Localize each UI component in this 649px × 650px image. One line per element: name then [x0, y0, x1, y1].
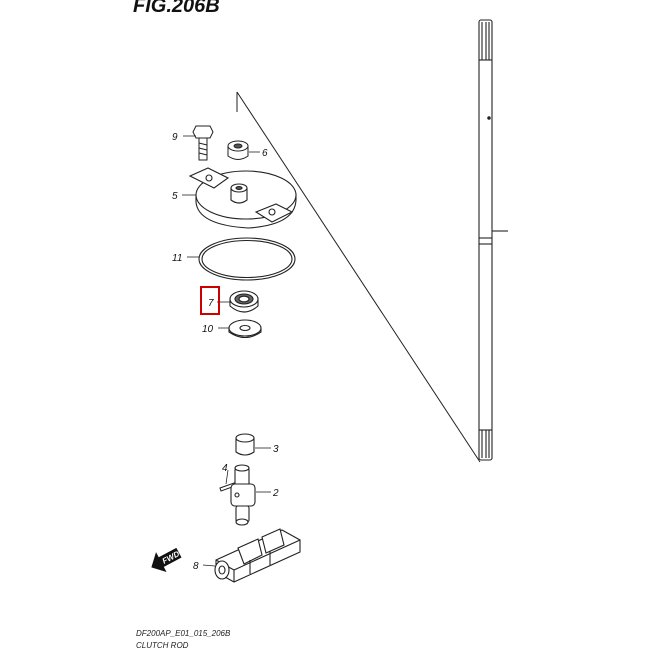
callout-3: 3 [273, 444, 279, 455]
forward-arrow-icon: FWD [151, 547, 182, 572]
callout-4: 4 [222, 463, 228, 474]
figure-code: DF200AP_E01_015_206B [136, 629, 231, 638]
grommet-icon [227, 140, 249, 160]
clutch-rod-leader-line [236, 91, 481, 463]
oil-seal-icon [229, 290, 259, 313]
bolt-icon [192, 125, 214, 161]
washer-icon [228, 319, 262, 339]
plate-icon [188, 167, 297, 229]
callout-10: 10 [202, 324, 214, 335]
figure-title: FIG.206B [133, 0, 220, 17]
callout-2: 2 [272, 488, 279, 499]
figure-name: CLUTCH ROD [136, 641, 189, 650]
clutch-shifter-icon [214, 528, 301, 583]
bushing-icon [235, 433, 255, 456]
callout-9: 9 [172, 132, 178, 143]
cam-icon [230, 464, 256, 526]
highlight-box[interactable] [200, 286, 220, 315]
o-ring-icon [198, 237, 296, 281]
clutch-rod [478, 19, 508, 461]
callout-5: 5 [172, 191, 178, 202]
callout-11: 11 [172, 253, 182, 264]
callout-8: 8 [193, 561, 199, 572]
callout-7: 7 [208, 298, 214, 309]
callout-6: 6 [262, 148, 268, 159]
